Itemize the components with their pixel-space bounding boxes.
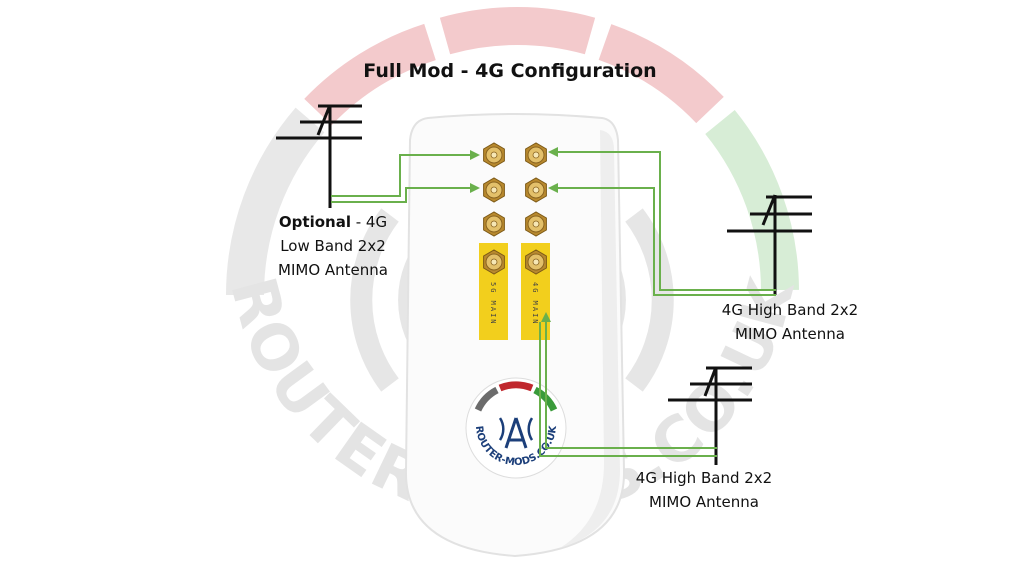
sma-connector-icon bbox=[483, 249, 505, 275]
label-low-band-antenna: Optional - 4G Low Band 2x2 MIMO Antenna bbox=[248, 210, 418, 282]
sma-connector-icon bbox=[525, 249, 547, 275]
cable-high-top-b bbox=[556, 187, 776, 296]
connectors bbox=[483, 142, 547, 275]
port-label-4g-main: 4G MAIN bbox=[531, 282, 539, 326]
label-high-band-bottom-line2: MIMO Antenna bbox=[649, 493, 759, 511]
cable-low-band-a bbox=[331, 154, 472, 197]
cable-low-band-b bbox=[331, 187, 472, 203]
antenna-icon-high-band-top bbox=[727, 194, 812, 295]
cable-high-bottom-a bbox=[545, 322, 717, 449]
label-low-band-line3: MIMO Antenna bbox=[278, 261, 388, 279]
watermark-arc-green bbox=[705, 110, 799, 291]
label-low-band-suffix: - 4G bbox=[350, 213, 388, 231]
label-high-band-top: 4G High Band 2x2 MIMO Antenna bbox=[700, 298, 880, 346]
cable-arrows bbox=[470, 147, 558, 322]
arrow-icon bbox=[548, 183, 558, 193]
sma-connector-icon bbox=[483, 177, 505, 203]
label-high-band-bottom: 4G High Band 2x2 MIMO Antenna bbox=[614, 466, 794, 514]
cable-high-top-a bbox=[556, 151, 776, 291]
connection-lines bbox=[331, 151, 776, 457]
label-high-band-bottom-line1: 4G High Band 2x2 bbox=[635, 469, 773, 487]
watermark-arc-red-2 bbox=[439, 7, 596, 55]
router-body bbox=[404, 113, 626, 558]
arrow-icon bbox=[548, 147, 558, 157]
sma-connector-icon bbox=[483, 142, 505, 168]
label-high-band-top-line2: MIMO Antenna bbox=[735, 325, 845, 343]
watermark-arc-red-3 bbox=[598, 24, 724, 124]
router-shade bbox=[560, 130, 620, 548]
logo-antenna-icon bbox=[504, 417, 528, 449]
arrow-icon bbox=[541, 312, 551, 322]
sma-connector-icon bbox=[525, 211, 547, 237]
cable-high-bottom-b bbox=[539, 322, 717, 457]
label-low-band-line1: Optional - 4G bbox=[248, 210, 418, 234]
port-label-5g-main: 5G MAIN bbox=[489, 282, 497, 326]
arrow-icon bbox=[470, 183, 480, 193]
watermark-wave-left-outer bbox=[350, 208, 399, 392]
arrow-icon bbox=[470, 150, 480, 160]
router-logo: ROUTER-MODS.CO.UK bbox=[465, 377, 567, 479]
antenna-icon-low-band bbox=[276, 104, 362, 208]
sma-connector-icon bbox=[525, 142, 547, 168]
watermark-wave-right-outer bbox=[625, 208, 674, 392]
antenna-icon-high-band-bottom bbox=[668, 366, 752, 465]
label-optional: Optional bbox=[278, 213, 351, 231]
sma-connector-icon bbox=[525, 177, 547, 203]
label-high-band-top-line1: 4G High Band 2x2 bbox=[721, 301, 859, 319]
label-low-band-line2: Low Band 2x2 bbox=[280, 237, 386, 255]
watermark-arc-red-1 bbox=[304, 23, 437, 126]
sma-connector-icon bbox=[483, 211, 505, 237]
router: 5G MAIN 4G MAIN ROUTER-MODS.CO.UK bbox=[404, 113, 626, 558]
page-title: Full Mod - 4G Configuration bbox=[363, 60, 657, 82]
